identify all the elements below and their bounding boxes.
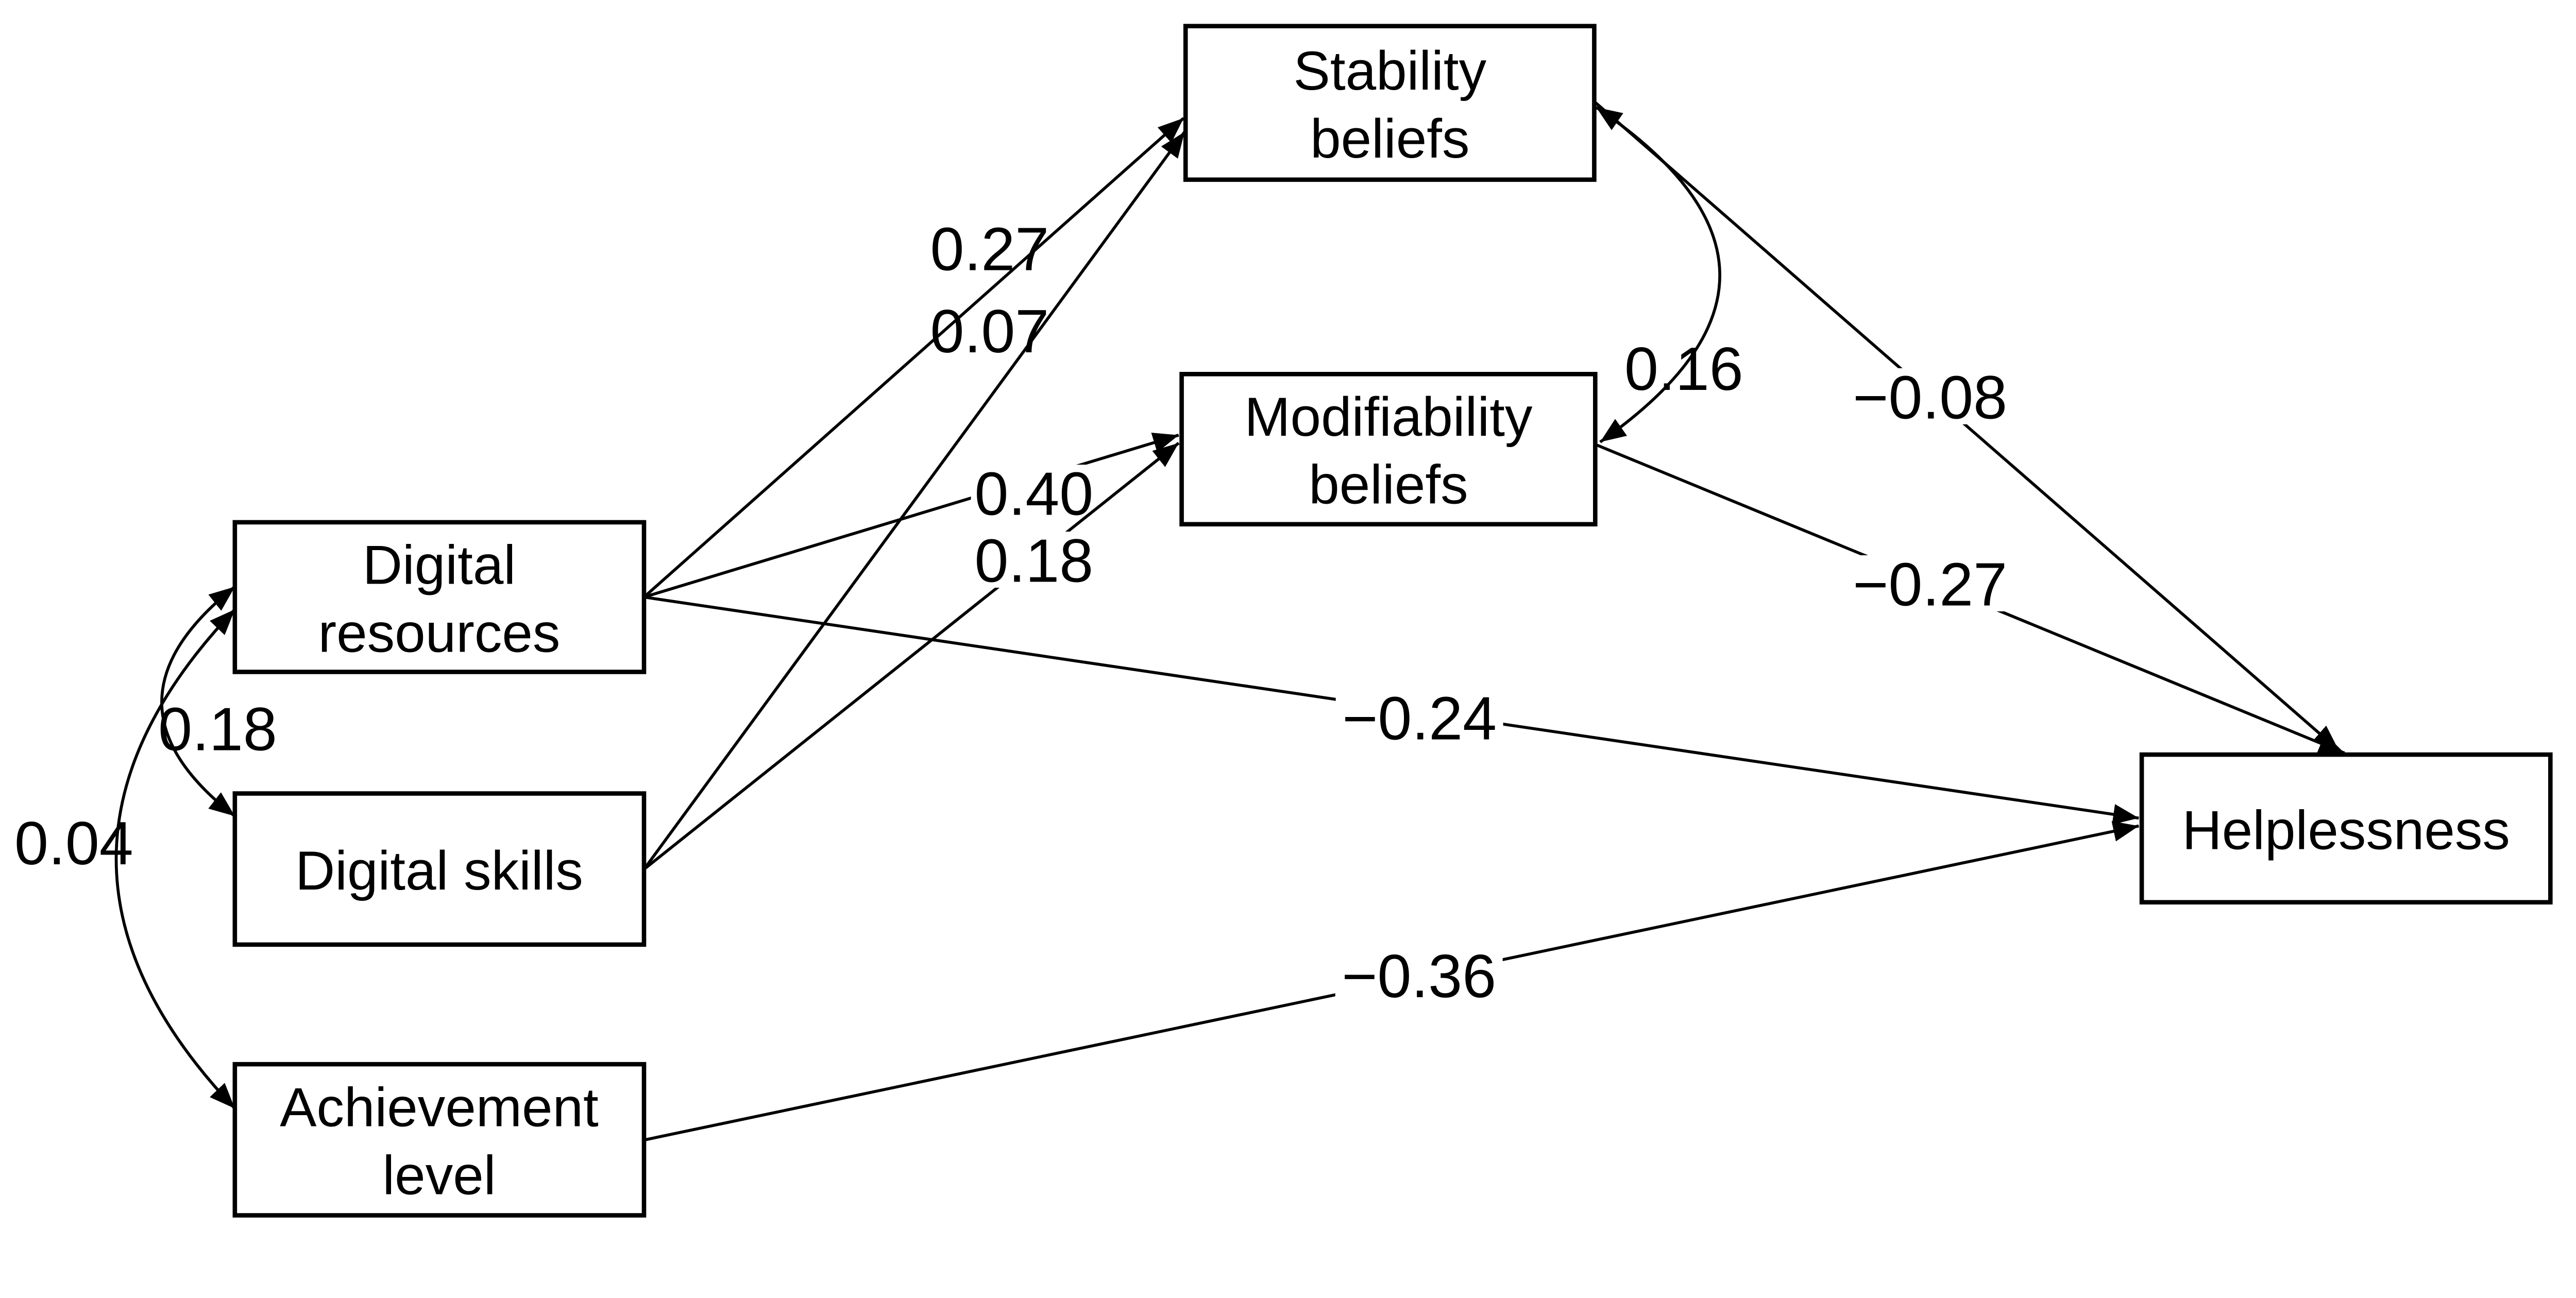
path-digital-skills-to-modifiability	[643, 441, 1180, 870]
node-label-line2: beliefs	[1310, 108, 1469, 169]
node-label-line1: Helplessness	[2182, 799, 2510, 861]
node-box	[2139, 752, 2553, 905]
path-stability-to-helplessness	[1594, 101, 2340, 752]
node-label-line1: Digital skills	[295, 840, 583, 901]
node-box	[1183, 24, 1597, 182]
path-diagram: 0.40 0.18 −0.24 −0.36 −0.08 −0.27 0.16 0…	[14, 24, 2553, 1218]
coefficient-label-background	[971, 532, 1097, 588]
coefficient-label: 0.07	[930, 298, 1049, 366]
node-label-line1: Achievement	[280, 1077, 599, 1138]
node-box	[1179, 371, 1598, 527]
coefficient-label-background	[971, 465, 1097, 521]
coefficient-label-background	[1846, 555, 2014, 611]
coefficient-label: −0.24	[1342, 685, 1497, 753]
node-label-line1: Modifiability	[1244, 386, 1533, 448]
node-digital-skills: Digital skills	[232, 791, 647, 947]
coefficient-label: 0.40	[975, 460, 1094, 528]
correlation-resources-achievement	[114, 608, 236, 1110]
node-digital-resources: Digital resources	[232, 520, 647, 674]
coefficient-label: 0.18	[158, 695, 277, 763]
coefficient-label: 0.18	[975, 527, 1094, 595]
coefficient-label: 0.16	[1624, 335, 1743, 403]
path-digital-skills-to-stability	[642, 131, 1186, 870]
node-helplessness: Helplessness	[2139, 752, 2553, 905]
node-modifiability-beliefs: Modifiability beliefs	[1179, 371, 1598, 527]
sem-path-diagram-canvas: 0.40 0.18 −0.24 −0.36 −0.08 −0.27 0.16 0…	[14, 24, 2553, 1218]
coefficient-label: 0.27	[930, 216, 1049, 284]
node-box	[232, 520, 647, 674]
coefficient-label-background	[1846, 368, 2014, 424]
node-label-line1: Digital	[363, 534, 516, 595]
node-label-line1: Stability	[1293, 40, 1486, 101]
coefficient-label-background	[1335, 689, 1503, 745]
coefficient-label: −0.36	[1342, 943, 1496, 1011]
node-stability-beliefs: Stability beliefs	[1183, 24, 1597, 182]
node-achievement-level: Achievement level	[232, 1062, 647, 1218]
coefficient-label: −0.08	[1853, 364, 2007, 432]
node-label-line2: level	[382, 1144, 496, 1206]
path-digital-resources-to-stability	[643, 117, 1185, 599]
path-digital-resources-to-modifiability	[643, 433, 1179, 599]
node-label-line2: resources	[318, 602, 561, 663]
coefficient-label: −0.27	[1853, 551, 2007, 619]
node-label-line2: beliefs	[1309, 454, 1468, 516]
node-box	[232, 791, 647, 947]
coefficient-label: 0.04	[14, 810, 133, 878]
coefficient-label-background	[1335, 947, 1503, 1003]
correlation-stability-modifiability	[1595, 106, 1721, 443]
node-box	[232, 1062, 647, 1218]
